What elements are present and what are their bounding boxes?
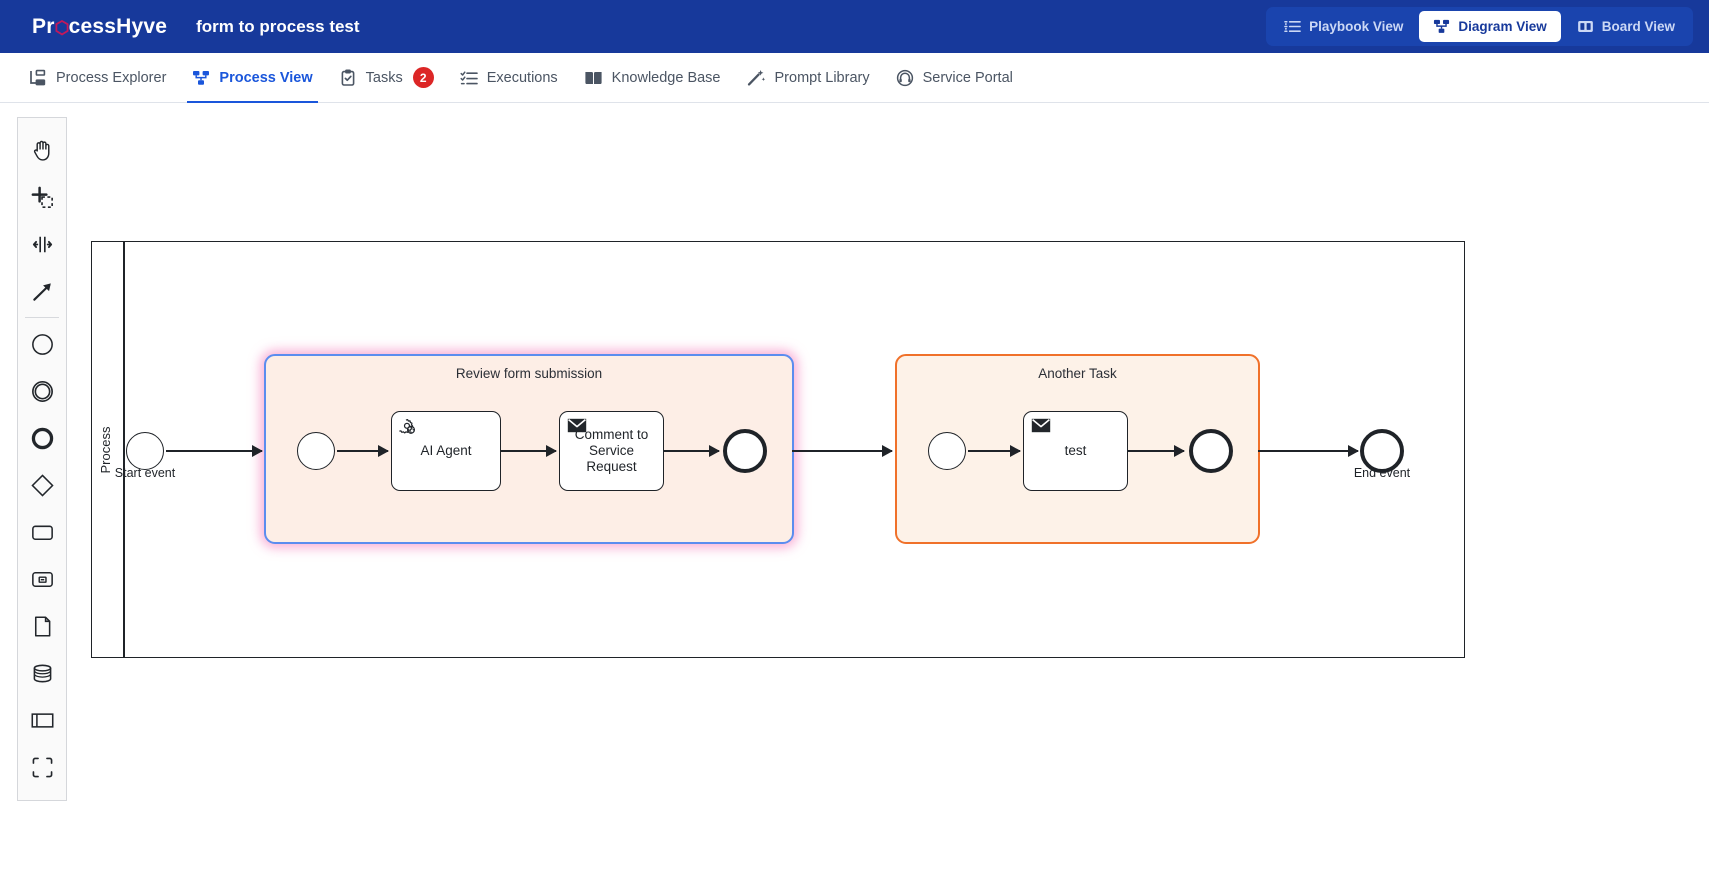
start-event-icon[interactable] bbox=[20, 321, 64, 368]
nav-item-knowledge-base[interactable]: Knowledge Base bbox=[571, 53, 734, 102]
service-task-gear-icon bbox=[399, 418, 418, 437]
clipboard-check-icon bbox=[339, 69, 357, 87]
view-switcher: Playbook View Diagram View bbox=[1266, 7, 1693, 46]
headset-icon bbox=[896, 69, 914, 87]
magic-wand-icon bbox=[747, 69, 766, 87]
checklist-icon bbox=[460, 69, 478, 87]
logo-text-prefix: Pr bbox=[32, 14, 55, 38]
task-label: Comment to Service Request bbox=[574, 427, 649, 474]
nav-item-prompt-library[interactable]: Prompt Library bbox=[734, 53, 883, 102]
sequence-flow[interactable] bbox=[1258, 450, 1358, 452]
sequence-flow[interactable] bbox=[1128, 450, 1184, 452]
sequence-flow[interactable] bbox=[792, 450, 892, 452]
subprocess-icon[interactable] bbox=[20, 556, 64, 603]
sitemap-icon bbox=[29, 69, 47, 87]
nav-label: Process View bbox=[219, 69, 313, 86]
nav-label: Executions bbox=[486, 69, 558, 86]
gateway-icon[interactable] bbox=[20, 462, 64, 509]
data-object-icon[interactable] bbox=[20, 603, 64, 650]
playbook-view-label: Playbook View bbox=[1309, 19, 1404, 34]
nav-label: Tasks bbox=[365, 69, 403, 86]
top-bar: Pr cessHyve form to process test Playboo… bbox=[0, 0, 1709, 53]
sequence-flow[interactable] bbox=[166, 450, 262, 452]
lasso-tool-icon[interactable] bbox=[20, 174, 64, 221]
sequence-flow[interactable] bbox=[968, 450, 1020, 452]
group-title: Another Task bbox=[1038, 366, 1117, 381]
board-columns-icon bbox=[1577, 18, 1594, 35]
nav-item-process-explorer[interactable]: Process Explorer bbox=[16, 53, 179, 102]
task-label: AI Agent bbox=[420, 443, 472, 459]
end-event-icon[interactable] bbox=[20, 415, 64, 462]
sequence-flow[interactable] bbox=[664, 450, 719, 452]
hand-tool-icon[interactable] bbox=[20, 127, 64, 174]
nav-label: Prompt Library bbox=[774, 69, 870, 86]
nav-label: Service Portal bbox=[922, 69, 1013, 86]
palette-divider bbox=[25, 317, 59, 318]
board-view-button[interactable]: Board View bbox=[1563, 11, 1689, 42]
group1-start-event[interactable] bbox=[297, 432, 335, 470]
hexagon-icon bbox=[55, 19, 69, 36]
diagram-workspace: Process Review form submission Another T… bbox=[0, 103, 1709, 893]
task-icon[interactable] bbox=[20, 509, 64, 556]
send-task-envelope-icon bbox=[1031, 418, 1051, 433]
group-review-form-submission[interactable]: Review form submission bbox=[264, 354, 794, 544]
task-test[interactable]: test bbox=[1023, 411, 1128, 491]
playbook-list-icon bbox=[1284, 18, 1301, 35]
data-store-icon[interactable] bbox=[20, 650, 64, 697]
bpmn-canvas[interactable]: Process Review form submission Another T… bbox=[91, 241, 1465, 658]
end-event-label: End event bbox=[1353, 466, 1411, 480]
space-tool-icon[interactable] bbox=[20, 221, 64, 268]
playbook-view-button[interactable]: Playbook View bbox=[1270, 11, 1417, 42]
nav-label: Process Explorer bbox=[56, 69, 167, 86]
task-label: test bbox=[1064, 443, 1087, 459]
logo-text-suffix: cessHyve bbox=[68, 14, 168, 38]
task-ai-agent[interactable]: AI Agent bbox=[391, 411, 501, 491]
nav-item-tasks[interactable]: Tasks 2 bbox=[326, 53, 447, 102]
pool-icon[interactable] bbox=[20, 697, 64, 744]
diagram-node-icon bbox=[192, 69, 210, 87]
nav-item-service-portal[interactable]: Service Portal bbox=[883, 53, 1026, 102]
diagram-view-button[interactable]: Diagram View bbox=[1419, 11, 1561, 42]
group-title: Review form submission bbox=[455, 366, 603, 381]
start-event[interactable] bbox=[126, 432, 164, 470]
sequence-flow[interactable] bbox=[501, 450, 556, 452]
board-view-label: Board View bbox=[1601, 19, 1675, 34]
book-icon bbox=[584, 69, 603, 87]
end-event[interactable] bbox=[1360, 429, 1404, 473]
nav-label: Knowledge Base bbox=[611, 69, 721, 86]
sequence-flow[interactable] bbox=[337, 450, 388, 452]
group-icon[interactable] bbox=[20, 744, 64, 791]
diagram-node-icon bbox=[1433, 18, 1450, 35]
app-logo[interactable]: Pr cessHyve bbox=[32, 15, 167, 39]
group2-start-event[interactable] bbox=[928, 432, 966, 470]
start-event-label: Start event bbox=[114, 466, 176, 480]
nav-item-process-view[interactable]: Process View bbox=[179, 53, 325, 103]
intermediate-event-icon[interactable] bbox=[20, 368, 64, 415]
lane-divider bbox=[123, 242, 125, 657]
bpmn-palette bbox=[17, 117, 67, 801]
global-connect-tool-icon[interactable] bbox=[20, 268, 64, 315]
nav-item-executions[interactable]: Executions bbox=[447, 53, 571, 102]
diagram-view-label: Diagram View bbox=[1458, 19, 1547, 34]
tasks-count-badge: 2 bbox=[412, 67, 434, 88]
main-navigation: Process Explorer Process View Tasks 2 bbox=[0, 53, 1709, 103]
task-comment-to-service-request[interactable]: Comment to Service Request bbox=[559, 411, 664, 491]
group1-end-event[interactable] bbox=[723, 429, 767, 473]
group2-end-event[interactable] bbox=[1189, 429, 1233, 473]
document-title: form to process test bbox=[196, 16, 360, 36]
send-task-envelope-icon bbox=[567, 418, 587, 433]
